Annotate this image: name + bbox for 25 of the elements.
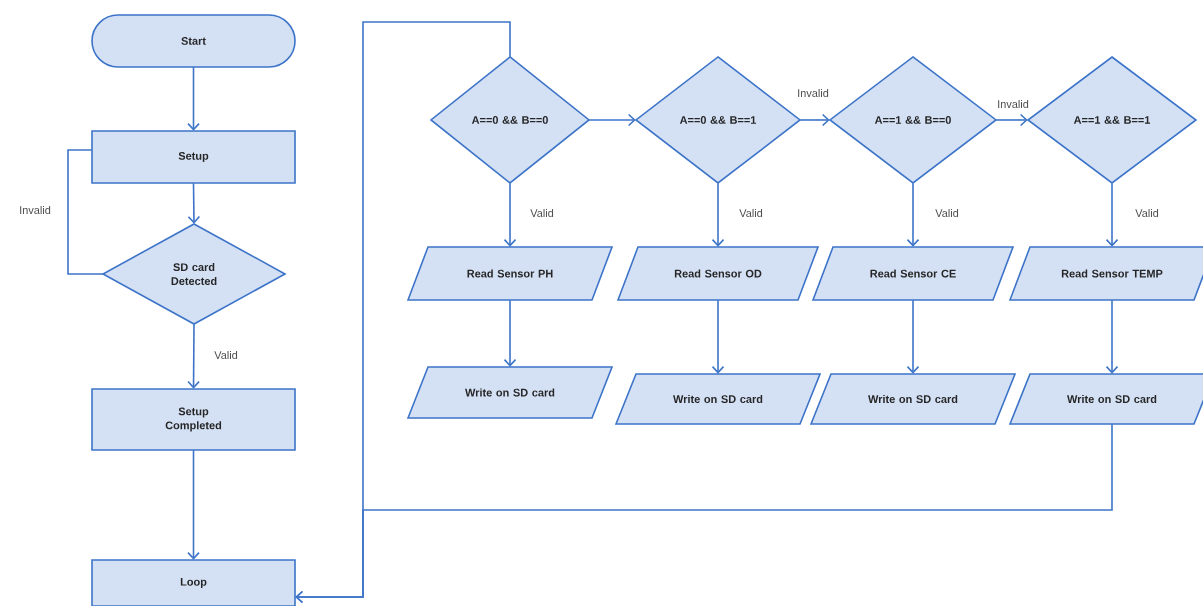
edge-label: Valid bbox=[529, 207, 555, 218]
arrow bbox=[503, 182, 517, 247]
edge-label: Valid bbox=[213, 349, 239, 360]
arrow bbox=[187, 66, 200, 131]
edge-label: Valid bbox=[1134, 207, 1160, 218]
process-box: Loop bbox=[91, 559, 296, 606]
arrow bbox=[906, 182, 920, 247]
arrow bbox=[503, 299, 517, 367]
arrow bbox=[1105, 182, 1119, 247]
arrow bbox=[711, 299, 725, 374]
arrow bbox=[187, 449, 200, 560]
process-box: Setup bbox=[91, 130, 296, 184]
arrow bbox=[995, 113, 1028, 127]
edge-label: Valid bbox=[738, 207, 764, 218]
arrow bbox=[588, 113, 636, 127]
arrow bbox=[906, 299, 920, 374]
arrow bbox=[711, 182, 725, 247]
arrow bbox=[1105, 299, 1119, 374]
arrow bbox=[187, 182, 201, 224]
arrow bbox=[295, 423, 1113, 604]
process-box: Setup Completed bbox=[91, 388, 296, 451]
arrow bbox=[799, 113, 830, 127]
arrow bbox=[187, 323, 200, 389]
edge-label: Valid bbox=[934, 207, 960, 218]
edge-label: Invalid bbox=[18, 204, 52, 215]
